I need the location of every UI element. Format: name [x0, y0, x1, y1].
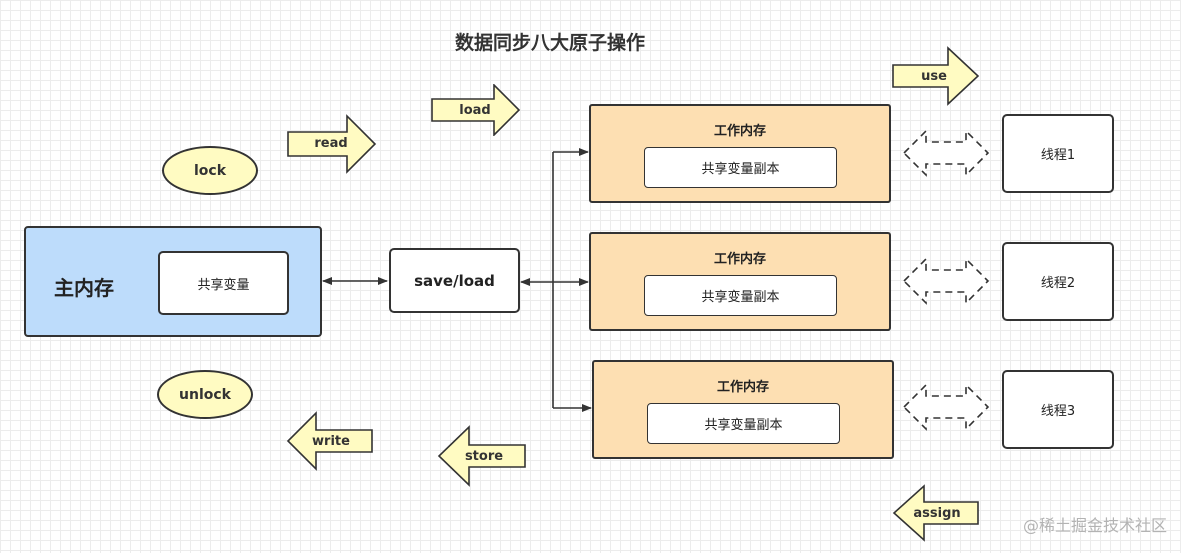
thread-3-box: 线程3 [1002, 370, 1114, 449]
working-memory-2: 工作内存 共享变量副本 [589, 232, 891, 331]
write-arrow-shape [286, 411, 373, 471]
main-memory-box: 主内存 共享变量 [24, 226, 322, 337]
working-memory-1: 工作内存 共享变量副本 [589, 104, 891, 203]
store-arrow-shape [437, 425, 526, 487]
working-memory-label: 工作内存 [713, 124, 766, 139]
shared-variable-copy: 共享变量副本 [644, 275, 837, 316]
working-memory-3: 工作内存 共享变量副本 [592, 360, 894, 459]
load-label: load [459, 102, 491, 118]
lock-ellipse: lock [162, 146, 258, 195]
double-arrow-thread1 [902, 129, 990, 177]
thread-1-box: 线程1 [1002, 114, 1114, 193]
double-arrow-thread2 [902, 257, 990, 305]
use-arrow-shape [892, 46, 980, 106]
write-label: write [312, 433, 350, 449]
working-memory-label: 工作内存 [713, 252, 766, 267]
assign-arrow-shape [892, 484, 979, 542]
shared-variable-copy: 共享变量副本 [647, 403, 840, 444]
use-label: use [921, 68, 947, 84]
read-label: read [314, 135, 348, 151]
main-memory-label: 主内存 [54, 276, 114, 300]
shared-variable-box: 共享变量 [158, 251, 289, 315]
store-label: store [464, 448, 504, 464]
assign-label: assign [913, 505, 961, 521]
load-arrow-shape [431, 84, 521, 136]
thread-2-box: 线程2 [1002, 242, 1114, 321]
double-arrow-thread3 [902, 383, 990, 431]
diagram-title: 数据同步八大原子操作 [454, 32, 645, 54]
watermark: @稀土掘金技术社区 [1022, 516, 1167, 535]
read-arrow-shape [287, 114, 377, 174]
unlock-ellipse: unlock [157, 370, 253, 419]
shared-variable-copy: 共享变量副本 [644, 147, 837, 188]
working-memory-label: 工作内存 [716, 380, 769, 395]
save-load-box: save/load [389, 248, 520, 313]
